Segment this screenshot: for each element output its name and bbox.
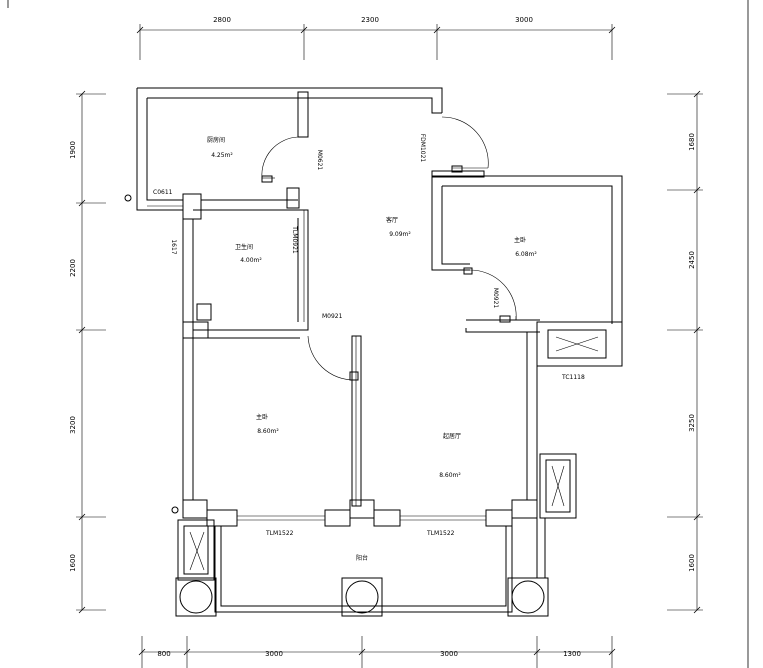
kitchen-name: 厨房间 <box>207 136 225 144</box>
fixtures <box>124 194 599 617</box>
right-dim-3: 3250 <box>688 414 696 432</box>
bedroom-sw-name: 主卧 <box>256 413 268 421</box>
top-dim-1: 2800 <box>213 16 231 24</box>
bottom-dim-1: 800 <box>157 650 170 658</box>
top-dim-3: 3000 <box>515 16 533 24</box>
room-labels: 厨房间 4.25m² 卫生间 4.00m² 客厅 9.09m² 主卧 6.08m… <box>207 136 537 562</box>
left-dim-2: 2200 <box>69 259 77 277</box>
tag-tlm0921: TLM0921 <box>291 225 298 254</box>
left-dim-1: 1900 <box>69 141 77 159</box>
kitchen-area: 4.25m² <box>211 152 233 159</box>
tag-tc1118: TC1118 <box>561 374 585 381</box>
tag-1617: 1617 <box>170 239 177 254</box>
right-dim-1: 1680 <box>688 133 696 151</box>
bedroom-ne-name: 主卧 <box>514 236 526 244</box>
left-dim-4: 1600 <box>69 554 77 572</box>
door-swings <box>261 116 517 381</box>
hall-name: 客厅 <box>386 216 398 224</box>
bottom-dim-3: 3000 <box>440 650 458 658</box>
bath-name: 卫生间 <box>235 243 253 251</box>
door-window-tags: C0611 M0621 FDM1021 TLM0921 M0921 M0921 … <box>153 134 585 537</box>
tag-fdm1021: FDM1021 <box>419 134 426 163</box>
living-name: 起居厅 <box>443 432 461 440</box>
bottom-dim-2: 3000 <box>265 650 283 658</box>
sheet-frame <box>7 0 749 668</box>
tag-m0921-hall: M0921 <box>322 313 343 320</box>
bottom-dimension-chain: 800 3000 3000 1300 <box>138 636 616 668</box>
bath-area: 4.00m² <box>240 257 262 264</box>
hall-area: 9.09m² <box>389 231 411 238</box>
left-dim-3: 3200 <box>69 416 77 434</box>
bedroom-sw-area: 8.60m² <box>257 428 279 435</box>
right-dimension-chain: 1680 2450 3250 1600 <box>667 90 703 614</box>
balcony-name: 阳台 <box>356 554 368 562</box>
tag-tlm1522-left: TLM1522 <box>265 530 294 537</box>
top-dimension-chain: 2800 2300 3000 <box>136 16 616 60</box>
bottom-dim-4: 1300 <box>563 650 581 658</box>
tag-m0921-bedroom: M0921 <box>492 288 499 309</box>
top-dim-2: 2300 <box>361 16 379 24</box>
tag-m0621: M0621 <box>316 150 323 171</box>
living-area: 8.60m² <box>439 472 461 479</box>
bedroom-ne-area: 6.08m² <box>515 251 537 258</box>
right-dim-2: 2450 <box>688 251 696 269</box>
tag-tlm1522-right: TLM1522 <box>426 530 455 537</box>
walls <box>136 87 623 613</box>
left-dimension-chain: 1900 2200 3200 1600 <box>69 90 106 614</box>
tag-c0611: C0611 <box>153 189 173 196</box>
right-dim-4: 1600 <box>688 554 696 572</box>
